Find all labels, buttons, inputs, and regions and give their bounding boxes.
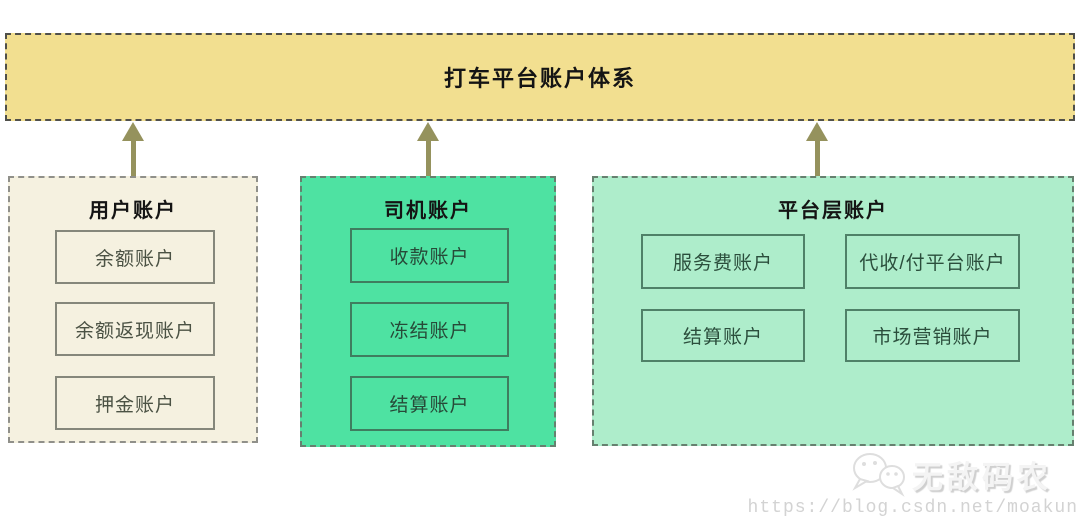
arrow-stem [425, 141, 431, 176]
account-box-frozen: 冻结账户 [350, 302, 509, 357]
group-title-platform: 平台层账户 [778, 200, 888, 222]
account-box-service-fee: 服务费账户 [641, 234, 805, 289]
arrow-up-icon [806, 122, 828, 176]
account-box-balance: 余额账户 [55, 230, 215, 284]
group-title-user: 用户账户 [89, 200, 177, 222]
group-platform-accounts: 平台层账户 服务费账户 代收/付平台账户 结算账户 市场营销账户 [592, 176, 1074, 446]
arrow-up-icon [122, 122, 144, 176]
arrow-head [806, 122, 828, 141]
group-user-accounts: 用户账户 余额账户 余额返现账户 押金账户 [8, 176, 258, 443]
banner-platform-account-system: 打车平台账户体系 [5, 33, 1075, 121]
arrow-up-icon [417, 122, 439, 176]
account-box-collection: 收款账户 [350, 228, 509, 283]
chat-bubbles-icon [852, 453, 905, 497]
watermark-url: https://blog.csdn.net/moakun [747, 498, 1078, 518]
account-box-balance-cashback: 余额返现账户 [55, 302, 215, 356]
account-box-collect-pay-platform: 代收/付平台账户 [845, 234, 1020, 289]
group-title-driver: 司机账户 [384, 200, 472, 222]
watermark-brand: 无敌码农 [912, 459, 1052, 495]
account-box-settlement: 结算账户 [641, 309, 805, 362]
arrow-stem [814, 141, 820, 176]
arrow-stem [130, 141, 136, 176]
arrow-head [122, 122, 144, 141]
account-box-deposit: 押金账户 [55, 376, 215, 430]
watermark: 无敌码农 https://blog.csdn.net/moakun [748, 451, 1078, 518]
watermark-brand-row: 无敌码农 [748, 451, 1078, 497]
account-box-marketing: 市场营销账户 [845, 309, 1020, 362]
group-driver-accounts: 司机账户 收款账户 冻结账户 结算账户 [300, 176, 556, 447]
banner-title: 打车平台账户体系 [443, 66, 636, 91]
account-box-settlement: 结算账户 [350, 376, 509, 431]
arrow-head [417, 122, 439, 141]
